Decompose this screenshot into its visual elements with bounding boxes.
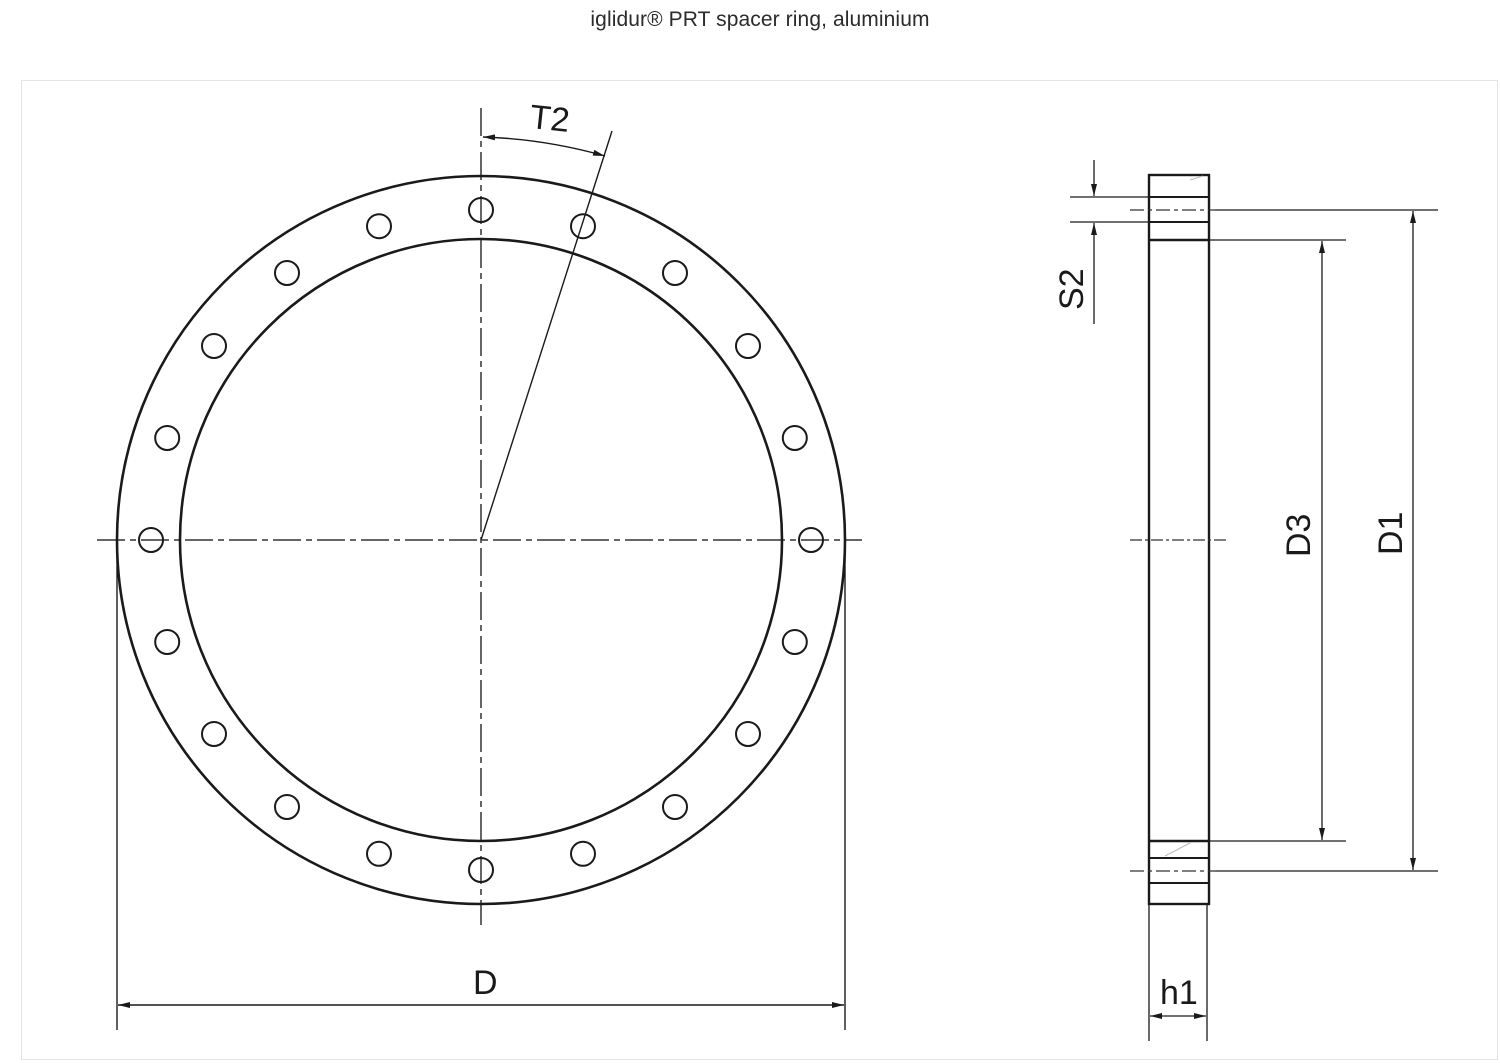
bolt-hole <box>154 629 181 655</box>
bolt-hole <box>201 721 227 747</box>
bolt-hole <box>468 857 494 883</box>
t2-arc-dimension <box>482 134 606 157</box>
bolt-hole <box>201 333 227 359</box>
bolt-hole <box>138 527 164 553</box>
d-label: D <box>473 964 498 1002</box>
inner-ring-circle <box>178 237 784 843</box>
bottom-hatch <box>1164 842 1191 857</box>
d1-label: D1 <box>1372 512 1410 555</box>
bolt-hole <box>274 794 300 820</box>
s2-label: S2 <box>1053 268 1091 310</box>
bolt-hole <box>798 527 824 553</box>
outer-ring-circle <box>115 174 847 906</box>
bolt-hole <box>781 629 808 655</box>
bolt-hole <box>781 425 808 451</box>
bolt-hole <box>735 721 761 747</box>
bolt-hole <box>366 840 392 867</box>
bolt-hole <box>735 333 761 359</box>
bolt-hole <box>570 213 596 240</box>
t2-radial-line <box>480 130 613 541</box>
bolt-hole <box>662 260 688 286</box>
t2-label: T2 <box>528 98 571 140</box>
page-title: iglidur® PRT spacer ring, aluminium <box>590 8 930 31</box>
top-hatch <box>1189 175 1204 181</box>
bolt-hole <box>662 794 688 820</box>
drawing-frame <box>21 80 1498 1060</box>
front-view: T2 D <box>97 98 862 1030</box>
h1-label: h1 <box>1160 974 1198 1012</box>
bolt-hole <box>274 260 300 286</box>
bolt-holes <box>138 197 824 883</box>
bolt-hole <box>366 213 392 240</box>
d3-label: D3 <box>1280 514 1318 557</box>
bolt-hole <box>154 425 181 451</box>
bolt-hole <box>468 197 494 223</box>
side-view: S2 D1 D3 h1 <box>1053 160 1438 1041</box>
bolt-hole <box>570 840 596 867</box>
